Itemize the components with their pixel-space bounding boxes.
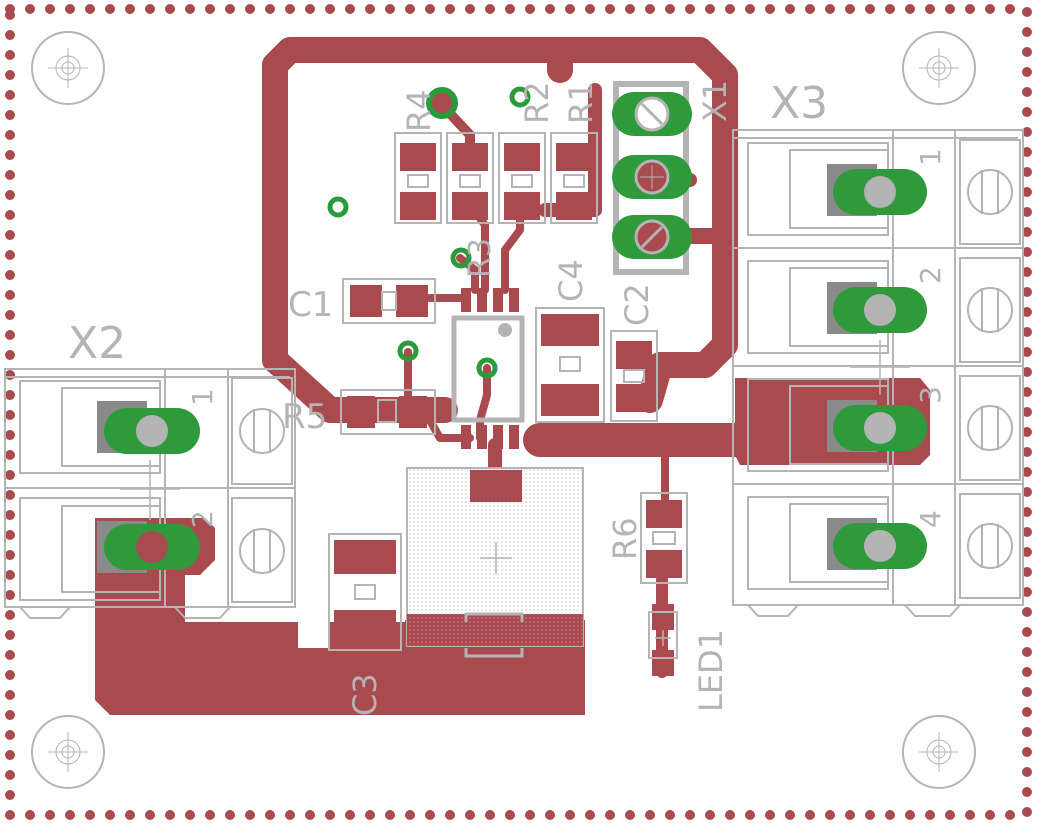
led1 <box>648 604 678 676</box>
label-r2: R2 <box>518 81 556 124</box>
connector-x1 <box>612 81 692 275</box>
label-x2-pin1: 1 <box>186 388 219 406</box>
resistor-r3-pad <box>446 132 494 224</box>
label-x3: X3 <box>770 78 828 129</box>
inductor-module <box>406 467 584 658</box>
label-r3: R3 <box>463 238 498 278</box>
mounting-hole-icon <box>31 31 105 105</box>
resistor-r2 <box>498 132 546 224</box>
label-x3-pin1: 1 <box>914 148 947 166</box>
label-c1: C1 <box>288 285 333 325</box>
capacitor-c1 <box>342 278 436 324</box>
mounting-hole-icon <box>902 715 976 789</box>
label-c4: C4 <box>552 259 590 302</box>
label-c3: C3 <box>346 673 384 716</box>
label-x2-pin2: 2 <box>186 510 219 528</box>
via-icon <box>327 86 531 379</box>
resistor-r6 <box>640 492 688 584</box>
capacitor-c3 <box>328 533 402 651</box>
label-x1: X1 <box>696 80 734 122</box>
capacitor-c4 <box>535 307 605 423</box>
label-r6: R6 <box>606 517 644 560</box>
mounting-hole-icon <box>31 715 105 789</box>
capacitor-c2 <box>610 330 658 422</box>
label-r5: R5 <box>282 397 327 437</box>
label-x3-pin4: 4 <box>914 510 947 528</box>
terminal-block-x2 <box>4 368 296 619</box>
copper-pour-bottom <box>95 518 585 715</box>
ic-u1 <box>451 288 525 449</box>
resistor-r1 <box>550 132 598 224</box>
via-icon <box>426 87 458 119</box>
label-x3-pin3: 3 <box>914 386 947 404</box>
resistor-r4 <box>394 132 442 224</box>
label-c2: C2 <box>618 283 656 326</box>
label-r1: R1 <box>562 81 600 124</box>
mounting-hole-icon <box>902 31 976 105</box>
label-led1: LED1 <box>692 629 730 712</box>
label-x2: X2 <box>68 318 126 369</box>
label-x3-pin2: 2 <box>914 266 947 284</box>
board-outline <box>5 4 1032 820</box>
resistor-r5 <box>340 389 436 435</box>
label-r4: R4 <box>400 89 438 132</box>
